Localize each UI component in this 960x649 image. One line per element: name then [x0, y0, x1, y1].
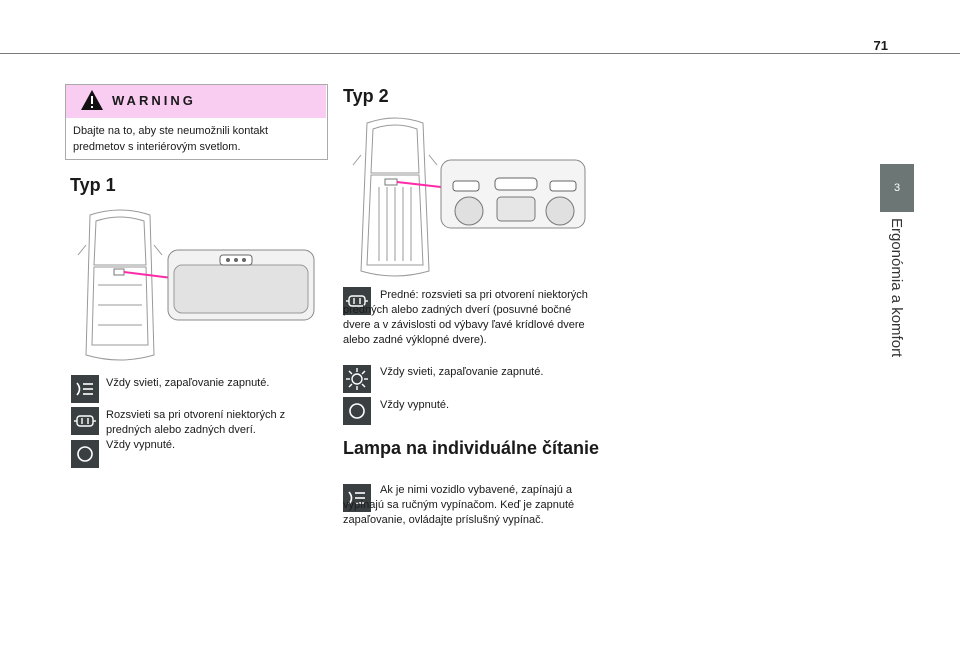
warning-header — [66, 85, 326, 118]
door-light-icon — [71, 407, 99, 435]
chapter-title: Ergonómia a komfort — [888, 218, 905, 358]
lamp-always-on-icon — [343, 484, 371, 512]
page-number: 71 — [873, 38, 888, 53]
typ2-item-3-text: Vždy vypnuté. — [380, 399, 450, 411]
lampa-heading: Lampa na individuálne čítanie — [343, 438, 600, 458]
header-rule — [0, 53, 960, 54]
typ2-item-2-text: Vždy svieti, zapaľovanie zapnuté. — [380, 366, 544, 378]
typ2-item-1-text: Predné: rozsvieti sa pri otvorení niekto… — [343, 289, 588, 346]
warning-text: Dbajte na to, aby ste neumožnili kontakt… — [73, 125, 269, 153]
lamp-always-on-icon — [71, 375, 99, 403]
lamp-off-icon — [71, 440, 99, 468]
lampa-text: Ak je nimi vozidlo vybavené, zapínajú a … — [343, 484, 575, 526]
typ1-item-1-text: Vždy svieti, zapaľovanie zapnuté. — [106, 377, 270, 389]
warning-title: WARNING — [112, 93, 196, 108]
sun-icon — [343, 365, 371, 393]
warning-box — [65, 84, 328, 160]
typ2-heading: Typ 2 — [343, 86, 389, 106]
typ1-heading: Typ 1 — [70, 175, 116, 195]
typ1-illustration — [77, 209, 315, 361]
typ1-item-2-text: Rozsvieti sa pri otvorení niektorých z p… — [106, 409, 286, 436]
warning-triangle-icon — [81, 90, 103, 110]
typ2-illustration — [352, 117, 586, 277]
lamp-off-icon — [343, 397, 371, 425]
chapter-tab[interactable]: 3 — [880, 164, 914, 212]
door-light-icon — [343, 287, 371, 315]
typ1-item-3-text: Vždy vypnuté. — [106, 439, 176, 451]
